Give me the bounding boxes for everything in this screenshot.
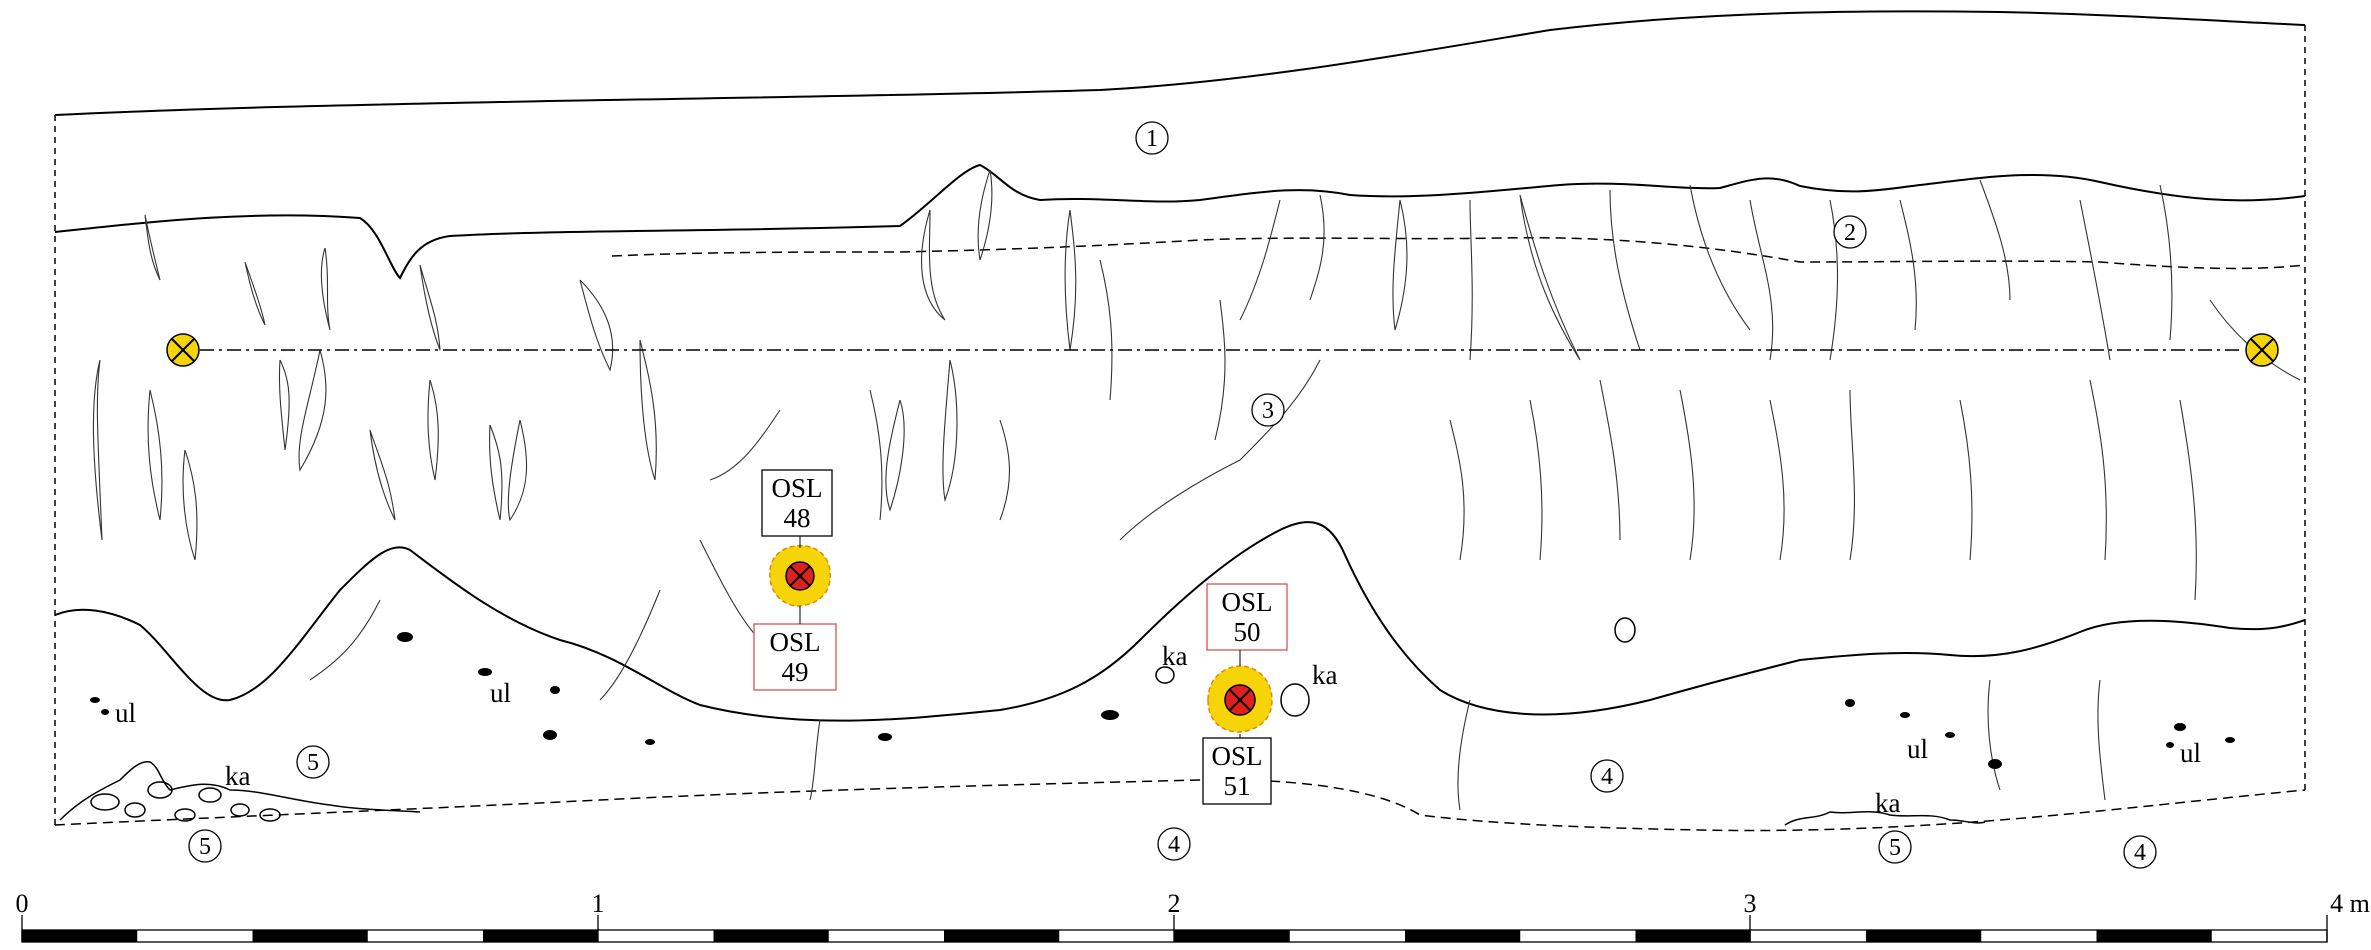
layer-label-4-center: 4	[1157, 827, 1191, 861]
label-ul-far-left: ul	[115, 698, 136, 728]
svg-text:51: 51	[1224, 771, 1251, 801]
scale-bar-segment	[483, 930, 599, 942]
scale-tick-1: 1	[592, 889, 605, 918]
scale-bar-segment	[22, 930, 138, 942]
layer-label-4-far-right: 4	[2123, 835, 2157, 869]
osl-sample-point-50-51	[1207, 665, 1273, 733]
label-ka-center-right: ka	[1312, 660, 1338, 690]
inclusions	[90, 632, 2235, 769]
reference-marker-right	[2245, 333, 2279, 367]
svg-text:5: 5	[1889, 835, 1901, 861]
scale-bar-segment	[1405, 930, 1521, 942]
layer-label-4-right: 4	[1590, 759, 1624, 793]
label-ka-left: ka	[225, 761, 251, 791]
svg-text:OSL: OSL	[1221, 587, 1272, 617]
boundary-layer-2-3	[611, 236, 2306, 270]
scale-end-label: 4 m	[2330, 889, 2370, 918]
label-ul-far-right: ul	[2180, 738, 2201, 768]
osl-sample-point-48-49	[769, 544, 831, 607]
scale-bar-segment	[1866, 930, 1982, 942]
scale-bar-segment	[1174, 930, 1290, 942]
label-ul-right: ul	[1907, 734, 1928, 764]
osl-label-48: OSL 48	[761, 469, 833, 537]
svg-text:OSL: OSL	[769, 627, 820, 657]
svg-text:49: 49	[782, 657, 809, 687]
svg-text:50: 50	[1234, 617, 1261, 647]
svg-text:4: 4	[1601, 764, 1613, 790]
svg-text:OSL: OSL	[771, 473, 822, 503]
scale-tick-2: 2	[1168, 889, 1181, 918]
label-ul-left: ul	[490, 678, 511, 708]
svg-text:4: 4	[1168, 832, 1180, 858]
layer-label-5-right: 5	[1878, 830, 1912, 864]
scale-bar-segments	[22, 930, 2212, 942]
scale-tick-3: 3	[1744, 889, 1757, 918]
svg-text:48: 48	[784, 503, 811, 533]
boundary-layer-1-2	[54, 163, 2306, 280]
svg-text:2: 2	[1844, 220, 1856, 246]
osl-label-51: OSL 51	[1202, 737, 1272, 805]
reference-marker-left	[166, 333, 200, 367]
scale-bar: 0 1 2 3 4 m	[16, 889, 2370, 943]
svg-text:OSL: OSL	[1211, 741, 1262, 771]
scale-tick-0: 0	[16, 889, 29, 918]
label-ka-center-left: ka	[1162, 641, 1188, 671]
svg-text:5: 5	[307, 750, 319, 776]
svg-text:1: 1	[1146, 126, 1158, 152]
scale-bar-segment	[944, 930, 1060, 942]
boundary-layer-3-4	[54, 521, 2306, 722]
label-ka-right: ka	[1875, 788, 1901, 818]
ground-surface-line	[54, 10, 2306, 116]
scale-bar-segment	[2096, 930, 2212, 942]
layer-label-3: 3	[1251, 393, 1285, 427]
layer-label-5-left-inner: 5	[296, 745, 330, 779]
layer-label-5-left: 5	[188, 829, 222, 863]
osl-label-49: OSL 49	[753, 623, 837, 691]
root-traces	[92, 169, 2301, 811]
layer-label-1: 1	[1135, 121, 1169, 155]
scale-bar-segment	[1635, 930, 1751, 942]
svg-text:5: 5	[199, 834, 211, 860]
boundary-layer-4-5	[54, 779, 2306, 832]
section-outline	[54, 10, 2306, 832]
scale-bar-segment	[252, 930, 368, 942]
osl-label-50: OSL 50	[1206, 583, 1288, 651]
scale-bar-segment	[713, 930, 829, 942]
svg-text:4: 4	[2134, 840, 2146, 866]
svg-text:3: 3	[1262, 398, 1274, 424]
stone-clusters	[59, 617, 1986, 826]
layer-label-2: 2	[1833, 215, 1867, 249]
